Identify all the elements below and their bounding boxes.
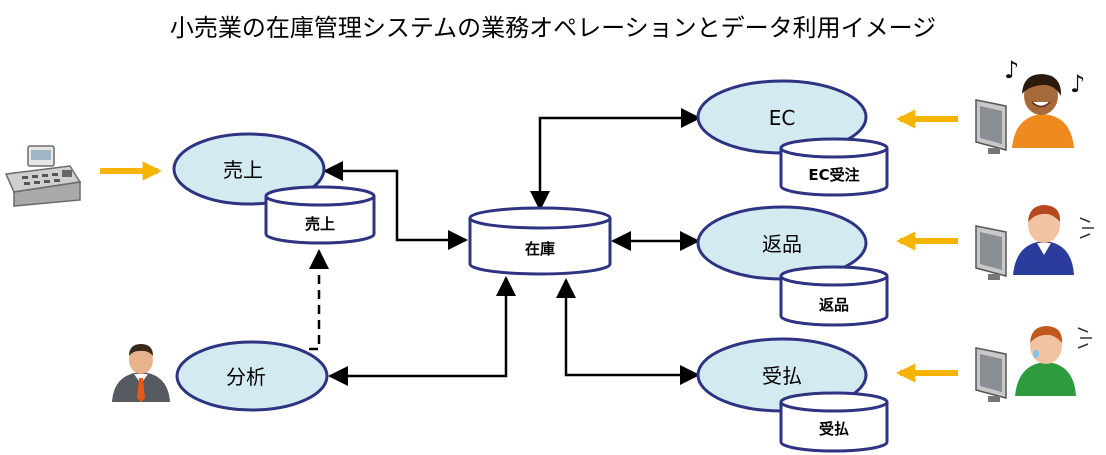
connector-analysis-sales-dashed xyxy=(309,249,329,351)
connector-sales-inventory xyxy=(323,161,468,250)
connector-inventory-receipt xyxy=(556,278,700,385)
svg-text:♪: ♪ xyxy=(1004,56,1019,84)
user-at-computer-happy-icon: ♪ ♪ xyxy=(975,56,1085,154)
db-inventory-label: 在庫 xyxy=(525,240,555,258)
user-at-computer-worried-icon xyxy=(975,205,1094,280)
db-receipt-label: 受払 xyxy=(819,420,849,438)
db-receipt: 受払 xyxy=(779,391,889,453)
node-sales: 売上 xyxy=(172,132,326,206)
user-at-computer-sweating-icon xyxy=(975,326,1092,402)
db-returns-label: 返品 xyxy=(819,296,849,314)
connectors xyxy=(309,108,701,386)
svg-text:♪: ♪ xyxy=(1070,70,1085,98)
db-sales-label: 売上 xyxy=(305,215,335,233)
db-ec-order-label: EC受注 xyxy=(808,166,859,184)
page-title: 小売業の在庫管理システムの業務オペレーションとデータ利用イメージ xyxy=(169,14,937,42)
node-ec-label: EC xyxy=(769,106,796,130)
node-analysis: 分析 xyxy=(175,340,329,412)
input-arrows xyxy=(100,109,958,383)
node-analysis-label: 分析 xyxy=(226,365,266,389)
node-sales-label: 売上 xyxy=(223,158,263,182)
cash-register-icon xyxy=(4,145,82,207)
connector-analysis-inventory xyxy=(328,276,516,386)
db-ec-order: EC受注 xyxy=(779,137,889,197)
businessman-icon xyxy=(112,344,170,402)
db-returns: 返品 xyxy=(779,265,889,327)
db-inventory: 在庫 xyxy=(468,206,612,276)
db-sales: 売上 xyxy=(264,185,376,245)
connector-inventory-ec xyxy=(530,108,701,211)
node-returns: 返品 xyxy=(696,205,868,281)
node-returns-label: 返品 xyxy=(762,232,802,256)
node-receipt-label: 受払 xyxy=(762,364,802,388)
